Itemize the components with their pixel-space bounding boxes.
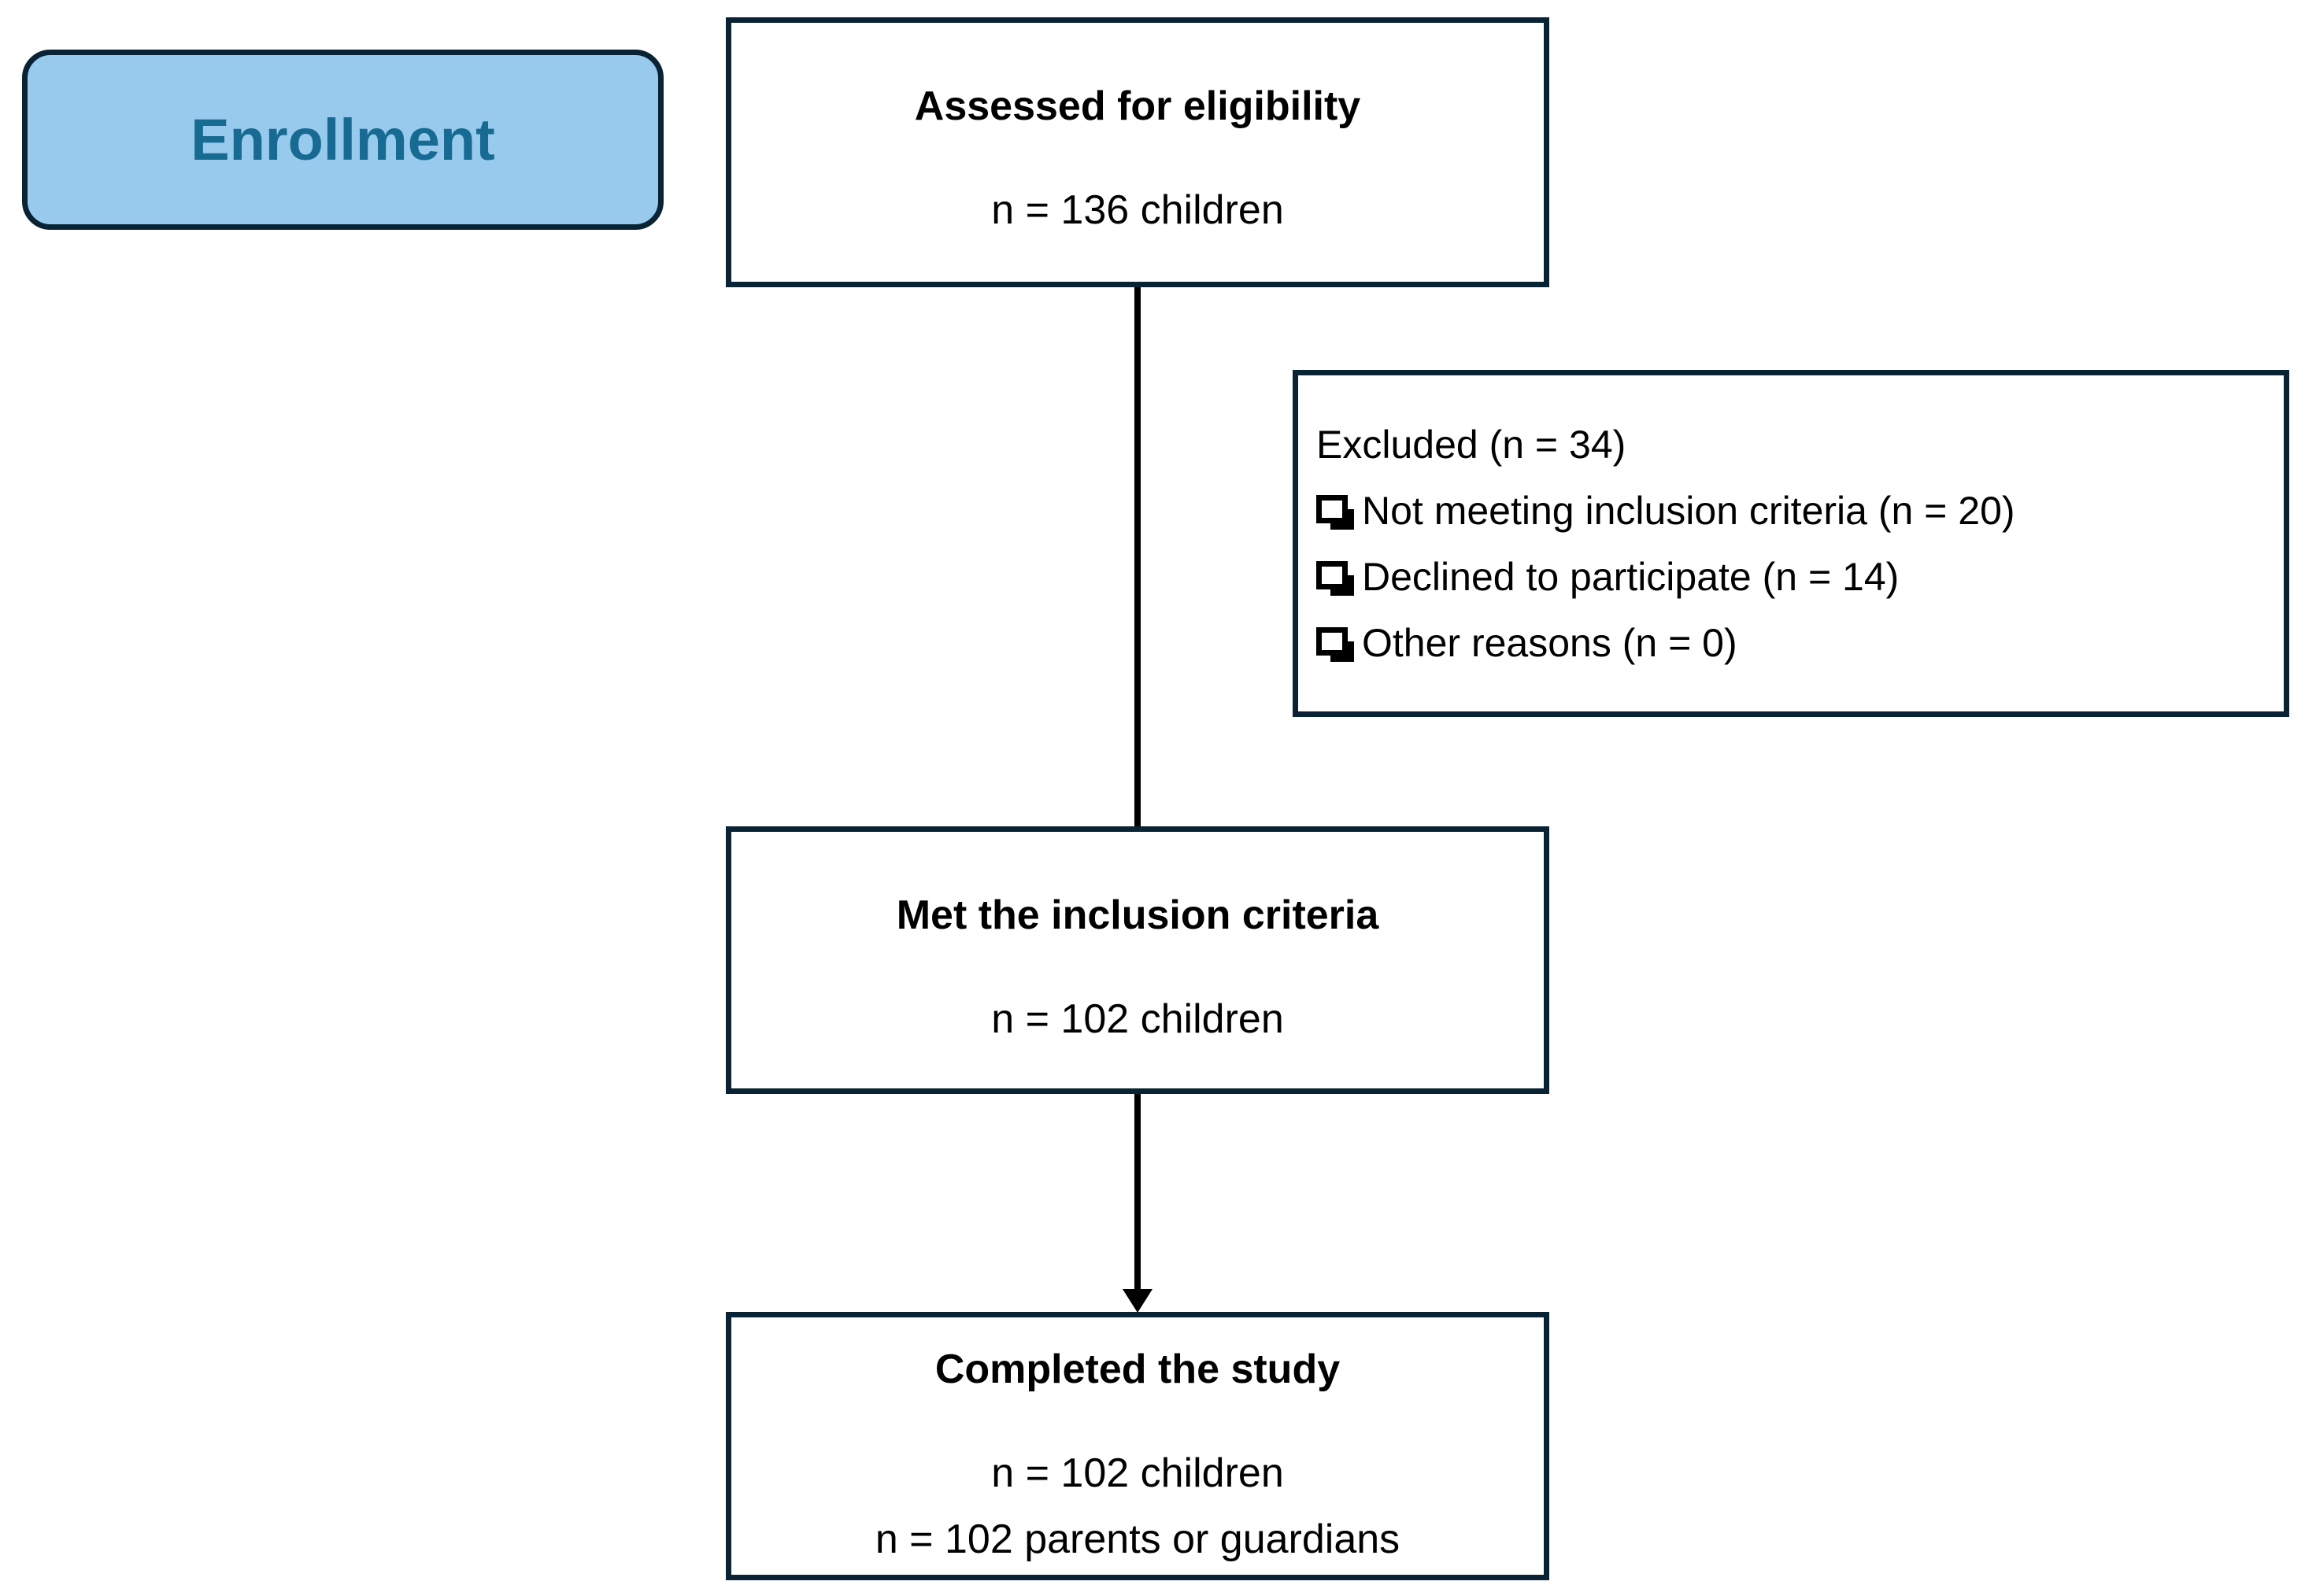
excluded-item: Other reasons (n = 0) bbox=[1316, 610, 1737, 676]
enrollment-stage-label: Enrollment bbox=[191, 107, 495, 172]
node-title: Met the inclusion criteria bbox=[896, 892, 1379, 938]
node-assessed-for-eligibility: Assessed for eligibility n = 136 childre… bbox=[726, 17, 1549, 287]
connector-met-to-completed bbox=[1134, 1094, 1141, 1292]
node-count: n = 102 children bbox=[991, 996, 1284, 1042]
node-count: n = 102 children bbox=[991, 1450, 1284, 1496]
node-met-inclusion-criteria: Met the inclusion criteria n = 102 child… bbox=[726, 826, 1549, 1094]
excluded-item-text: Not meeting inclusion criteria (n = 20) bbox=[1362, 488, 2015, 533]
node-title: Assessed for eligibility bbox=[914, 83, 1361, 129]
excluded-title: Excluded (n = 34) bbox=[1316, 412, 1626, 478]
node-excluded: Excluded (n = 34) Not meeting inclusion … bbox=[1293, 370, 2289, 717]
excluded-item-text: Other reasons (n = 0) bbox=[1362, 620, 1737, 665]
checkbox-icon bbox=[1316, 560, 1348, 589]
excluded-item: Not meeting inclusion criteria (n = 20) bbox=[1316, 478, 2015, 544]
arrowhead-down-icon bbox=[1123, 1289, 1152, 1313]
excluded-title-text: Excluded (n = 34) bbox=[1316, 422, 1626, 467]
checkbox-icon bbox=[1316, 494, 1348, 523]
node-count: n = 102 parents or guardians bbox=[875, 1517, 1400, 1562]
node-count: n = 136 children bbox=[991, 187, 1284, 233]
excluded-item-text: Declined to participate (n = 14) bbox=[1362, 554, 1900, 599]
excluded-item: Declined to participate (n = 14) bbox=[1316, 544, 1899, 610]
enrollment-stage-badge: Enrollment bbox=[22, 50, 664, 230]
node-completed-the-study: Completed the study n = 102 children n =… bbox=[726, 1312, 1549, 1580]
checkbox-icon bbox=[1316, 626, 1348, 656]
connector-assessed-to-met bbox=[1134, 287, 1141, 826]
node-title: Completed the study bbox=[934, 1347, 1341, 1392]
